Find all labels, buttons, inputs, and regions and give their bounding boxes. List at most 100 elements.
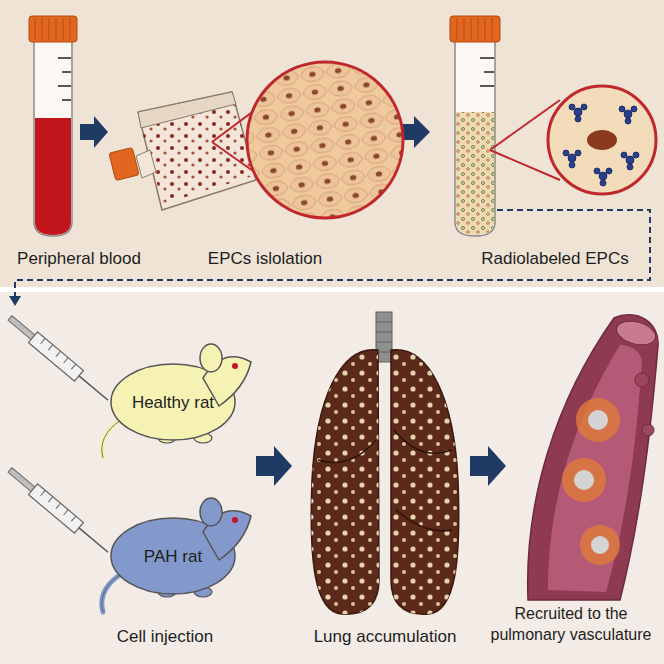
rat-part [200,344,222,372]
lungs-part-part [376,342,392,343]
labeled-cell-part-part [569,104,587,122]
labeled-cell-part-part-part [581,104,587,110]
rat-part [102,574,121,612]
step-label: Cell injection [80,626,250,647]
rat-label: PAH rat [144,546,202,567]
culture-flask-part [136,150,156,178]
labeled-cell-part-part-part [625,118,631,124]
radiolabeled-tube-part [456,112,494,235]
radiolabeled-tube-part [480,58,494,86]
rat-part [102,574,121,612]
flow-arrow [470,446,506,486]
radiolabeled-tube-part-part [484,71,494,73]
blood-tube-part [34,40,72,236]
lungs-part-part [318,440,376,463]
radiolabeled-tube-part [455,40,495,236]
blood-tube-part-part [42,18,43,40]
blood-tube-part-part [62,99,71,101]
blood-tube-part-part [70,18,71,40]
radiolabeled-tube-part-part [480,85,494,87]
blood-tube [29,16,77,236]
rat-part [102,420,121,458]
blood-tube-part-part [35,18,36,40]
labeled-cell-part-part-part [621,152,627,158]
labeled-cell-part-part-part [627,164,633,170]
labeled-cell-part-part-part [575,150,581,156]
rat-part [232,517,238,523]
blood-vessel-part [614,317,658,349]
lungs-part [311,350,379,614]
rat-part [102,420,121,458]
syringe-part-part [71,364,75,369]
syringe-part-part [41,338,45,343]
syringe-part-part [56,351,60,356]
radiolabeled-tube-part-part [457,18,458,40]
blood-vessel-part [574,470,594,490]
labeled-cell-part-part [619,106,637,124]
lungs-part [391,350,459,614]
lungs-part-part [394,430,452,453]
culture-flask-part [138,92,236,128]
step-label: Radiolabeled EPCs [460,248,650,269]
culture-flask [109,92,256,210]
syringe-part-part [64,358,68,363]
lungs-part [311,350,379,614]
labeled-cell-part-part-part [574,108,582,116]
blood-vessel-part [562,458,606,502]
syringe-part [41,490,76,521]
blood-vessel [528,315,659,600]
blood-tube-part-part [56,18,57,40]
labeled-cell-part-part-part [594,168,600,174]
culture-flask-part [138,92,256,210]
labeled-cell-part-part-part [633,152,639,158]
blood-tube-part-part [62,71,71,73]
rat-node: Healthy rat [95,316,253,462]
magnified-cells-part [247,62,403,218]
syringe-part-part [48,345,52,350]
radiolabeled-tube-part-part [492,18,493,40]
blood-vessel-part [580,525,620,565]
rat-shape [95,316,253,462]
radiolabeled-tube-part-part [464,18,465,40]
labeled-cell-part-part-part [606,168,612,174]
rat-node: PAH rat [95,470,253,616]
syringe-part-part [48,497,52,502]
syringe-part [28,484,83,533]
labeled-cell-part-part-part [568,154,576,162]
blood-tube-part [35,18,70,40]
syringe-part-part [56,503,60,508]
syringe-part [41,338,76,369]
syringe [6,465,113,558]
syringe [6,313,113,406]
step-label: Recruited to the pulmonary vasculature [482,603,660,645]
blood-tube-part-part [58,85,71,87]
labeled-cell-part-part-part [569,162,575,168]
syringe-part [28,332,83,381]
syringe-part [79,528,108,552]
radiolabeled-tube-part [457,18,492,40]
rat-label: Healthy rat [132,392,214,413]
step-label: Peripheral blood [4,248,154,269]
radiolabeled-tube-part-part [478,18,479,40]
syringe-part-part [71,516,75,521]
radiolabeled-tube-part [450,16,500,42]
culture-flask-part [109,148,139,181]
labeled-cell-part [587,130,617,150]
blood-tube-part-part [63,18,64,40]
lungs-part [391,350,459,614]
lungs-part [376,322,392,352]
blood-vessel-part [528,315,658,600]
labeled-cell-part-part-part [599,172,607,180]
rat-shape [95,470,253,616]
blood-tube-part-part [49,18,50,40]
blood-vessel-part [588,410,608,430]
radiolabeled-tube-part-part [485,18,486,40]
labeled-cell-part-part-part [575,116,581,122]
syringe-part-part [64,510,68,515]
blood-vessel-part [642,424,654,436]
blood-vessel-part [591,536,609,554]
blood-tube-part-part [58,57,71,59]
labeled-cell-part-part-part [626,156,634,164]
step-label: EPCs islolation [165,248,365,269]
